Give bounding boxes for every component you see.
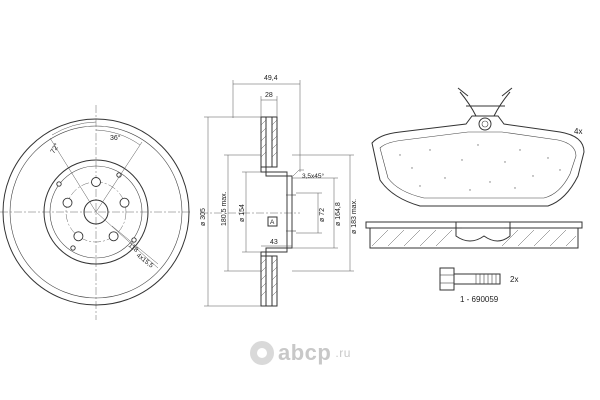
pad-side-hatching [371,229,577,247]
section-width-total: 49,4 [264,75,278,82]
disc-outer-edge [2,118,190,306]
pad-friction-area [379,131,577,199]
bolt-drawing: 2x 1 - 690059 [439,267,518,304]
disc-hub-outer [43,159,149,265]
height-max: 180,5 max. [221,191,228,226]
diameter-center: ø 72 [319,208,326,222]
pad-friction-texture [399,144,561,191]
bolt-quantity-label: 2x [510,275,518,284]
section-width-disc: 28 [265,92,273,99]
watermark-name: abcp [278,340,332,365]
pad-side-clip [455,222,511,242]
hole-dimension-label: 4x15,5 [135,252,155,270]
center-bore [83,199,109,225]
angle-hub-label: 36° [110,134,121,142]
bolt-thread [475,274,497,284]
bolt-part-number: 1 - 690059 [460,295,499,304]
bolt-head [439,267,455,291]
pad-side-friction [369,227,579,249]
diameter-hub: ø 154 [239,204,246,222]
diameter-max: ø 183 max. [351,199,358,234]
pad-mounting-hole [478,117,492,131]
offset-label: 43 [270,239,278,246]
diameter-spigot: ø 164,8 [335,202,342,226]
watermark-disc-icon [250,341,274,365]
pad-side-backing [365,221,583,229]
pad-backing-plate [371,115,585,207]
diameter-outer: ø 305 [200,208,207,226]
datum-reference-label: A [270,219,275,226]
bolt-shank [453,273,501,285]
datum-reference-box [267,216,278,227]
brake-disc-section-view: 49,4 28 ø 305 180,5 max. ø 154 ø 72 ø 16… [200,75,358,307]
brake-pad-front-view: 4x [371,87,585,207]
chamfer-label: 3,5x45° [302,172,325,180]
disc-section-hatching [260,119,278,297]
bolt-holes [62,177,130,242]
brake-pad-side-view [365,221,583,249]
watermark-suffix: .ru [335,346,351,360]
brake-disc-front-view: 72° 36° 118 4x15,5 [0,105,192,320]
watermark-logo: abcp .ru [250,338,360,368]
pad-quantity-label: 4x [574,127,582,136]
